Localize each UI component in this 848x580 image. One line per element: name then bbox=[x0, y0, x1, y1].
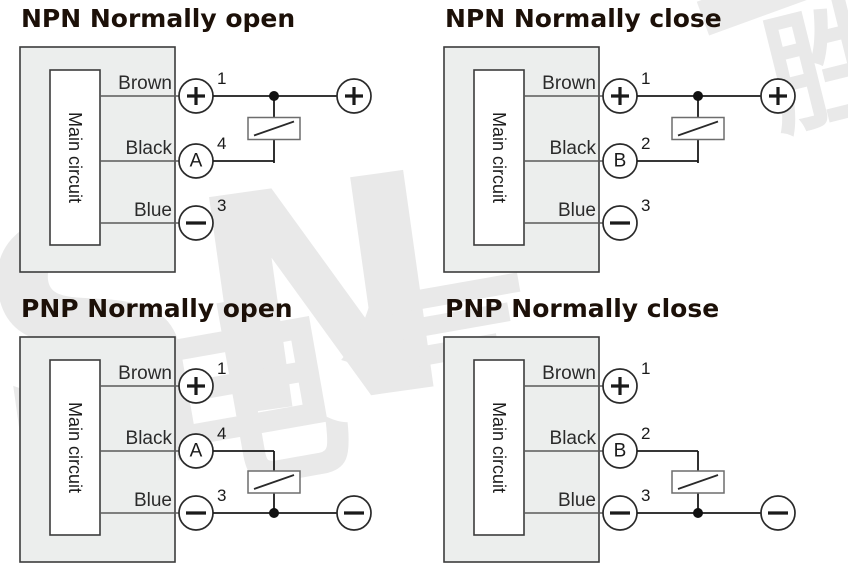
wire-label-black: Black bbox=[126, 138, 173, 159]
main-circuit-box bbox=[49, 359, 101, 536]
terminal-letter-a: A bbox=[190, 441, 203, 462]
diagram-title-pnp-normally-close: PNP Normally close bbox=[445, 294, 719, 323]
external-load-circuit bbox=[213, 78, 372, 163]
wire-label-black: Black bbox=[126, 428, 173, 449]
diagram-title-pnp-normally-open: PNP Normally open bbox=[21, 294, 293, 323]
watermark-bar bbox=[696, 0, 822, 36]
wire-label-black: Black bbox=[550, 138, 597, 159]
pin-number-1: 1 bbox=[217, 359, 226, 378]
terminal-letter-a: A bbox=[190, 151, 203, 172]
pin-number-3: 3 bbox=[217, 196, 226, 215]
junction-dot bbox=[269, 508, 279, 518]
pin-number-4: 4 bbox=[217, 134, 226, 153]
relay-slash-icon bbox=[677, 120, 719, 137]
wire-label-blue: Blue bbox=[558, 490, 596, 511]
pin-number-2: 2 bbox=[641, 424, 650, 443]
pin-number-3: 3 bbox=[641, 196, 650, 215]
wire-label-brown: Brown bbox=[542, 363, 596, 384]
wire-label-black: Black bbox=[550, 428, 597, 449]
junction-dot bbox=[693, 91, 703, 101]
external-load-circuit bbox=[637, 450, 796, 531]
terminal-letter-b: B bbox=[614, 441, 627, 462]
relay-slash-icon bbox=[677, 474, 719, 490]
wire-label-brown: Brown bbox=[118, 363, 172, 384]
wire-group-blue: Blue 3 bbox=[524, 196, 650, 241]
wire-label-blue: Blue bbox=[558, 200, 596, 221]
main-circuit-box bbox=[49, 69, 101, 246]
pin-number-1: 1 bbox=[217, 69, 226, 88]
main-circuit-box bbox=[473, 69, 525, 246]
diagram-title-npn-normally-open: NPN Normally open bbox=[21, 4, 295, 33]
wire-group-brown: Brown 1 bbox=[100, 359, 226, 404]
junction-dot bbox=[269, 91, 279, 101]
relay-slash-icon bbox=[253, 474, 295, 490]
pin-number-1: 1 bbox=[641, 359, 650, 378]
external-load-circuit bbox=[213, 450, 372, 531]
junction-dot bbox=[693, 508, 703, 518]
diagram-title-npn-normally-close: NPN Normally close bbox=[445, 4, 722, 33]
wire-label-brown: Brown bbox=[118, 73, 172, 94]
wire-label-blue: Blue bbox=[134, 490, 172, 511]
main-circuit-label: Main circuit bbox=[65, 112, 85, 203]
wire-label-brown: Brown bbox=[542, 73, 596, 94]
pin-number-4: 4 bbox=[217, 424, 226, 443]
main-circuit-label: Main circuit bbox=[489, 112, 509, 203]
wire-group-brown: Brown 1 bbox=[524, 69, 650, 114]
pin-number-1: 1 bbox=[641, 69, 650, 88]
watermark-text-cn2: 胜 bbox=[749, 0, 848, 156]
wire-label-blue: Blue bbox=[134, 200, 172, 221]
relay-slash-icon bbox=[253, 120, 295, 137]
main-circuit-label: Main circuit bbox=[65, 402, 85, 493]
main-circuit-box bbox=[473, 359, 525, 536]
pin-number-2: 2 bbox=[641, 134, 650, 153]
wire-group-blue: Blue 3 bbox=[100, 486, 226, 531]
main-circuit-label: Main circuit bbox=[489, 402, 509, 493]
wire-group-blue: Blue 3 bbox=[524, 486, 650, 531]
external-load-circuit bbox=[637, 78, 796, 163]
pin-number-3: 3 bbox=[641, 486, 650, 505]
terminal-letter-b: B bbox=[614, 151, 627, 172]
wire-group-blue: Blue 3 bbox=[100, 196, 226, 241]
wire-group-brown: Brown 1 bbox=[524, 359, 650, 404]
pin-number-3: 3 bbox=[217, 486, 226, 505]
wire-group-brown: Brown 1 bbox=[100, 69, 226, 114]
